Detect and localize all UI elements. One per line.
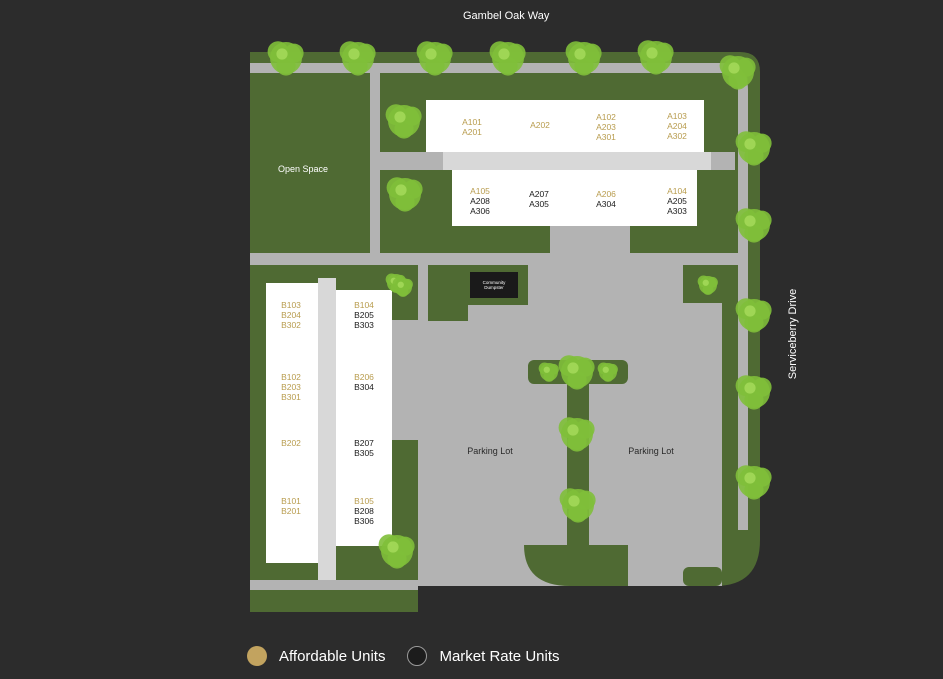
- tree-icon: [378, 534, 415, 569]
- unit-group-b101[interactable]: B101 B201: [281, 496, 301, 516]
- tree-icon: [558, 417, 595, 452]
- trees-layer: [267, 40, 772, 569]
- unit-b304[interactable]: B304: [354, 382, 374, 392]
- affordable-dot-icon: [247, 646, 267, 666]
- sidewalk-parking-west: [392, 320, 418, 440]
- grass-median-bottom-left: [524, 545, 628, 586]
- tree-icon: [735, 208, 772, 243]
- building-b-west: [266, 283, 318, 563]
- tree-icon: [538, 362, 559, 382]
- unit-b303[interactable]: B303: [354, 320, 374, 330]
- unit-group-a101[interactable]: A101 A201: [462, 117, 482, 137]
- parking-lot-east-label: Parking Lot: [628, 446, 674, 456]
- unit-a105[interactable]: A105: [470, 186, 490, 196]
- grass-island-northwest: [428, 265, 468, 321]
- community-dumpster-block: [470, 272, 518, 298]
- legend-affordable: Affordable Units: [247, 646, 385, 666]
- unit-b205[interactable]: B205: [354, 310, 374, 320]
- market-dot-icon: [407, 646, 428, 666]
- tree-icon: [735, 465, 772, 500]
- tree-icon: [267, 41, 304, 76]
- unit-a304[interactable]: A304: [596, 199, 616, 209]
- unit-b305[interactable]: B305: [354, 448, 374, 458]
- grass-median-stem: [567, 384, 589, 549]
- unit-group-a202[interactable]: A202: [530, 120, 550, 130]
- tree-icon: [719, 55, 756, 90]
- unit-b206[interactable]: B206: [354, 372, 374, 382]
- building-b-east: [336, 290, 392, 546]
- unit-b104[interactable]: B104: [354, 300, 374, 310]
- street-label-gambel-oak-way: Gambel Oak Way: [463, 10, 550, 22]
- legend-market-label: Market Rate Units: [439, 647, 560, 665]
- legend: Affordable Units Market Rate Units: [247, 646, 582, 666]
- legend-market: Market Rate Units: [407, 646, 560, 666]
- tree-icon: [697, 275, 718, 295]
- unit-a206[interactable]: A206: [596, 189, 616, 199]
- tree-icon: [597, 362, 618, 382]
- building-a-north: [426, 100, 704, 152]
- sidewalk-bottom: [250, 580, 418, 590]
- building-a-corridor: [443, 152, 711, 170]
- building-b-corridor: [318, 278, 336, 580]
- tree-icon: [385, 104, 422, 139]
- unit-group-a102[interactable]: A102 A203 A301: [596, 112, 616, 142]
- tree-icon: [637, 40, 674, 75]
- unit-a104[interactable]: A104: [667, 186, 687, 196]
- open-space-label: Open Space: [277, 164, 329, 174]
- tree-icon: [489, 41, 526, 76]
- unit-b306[interactable]: B306: [354, 516, 374, 526]
- tree-icon: [735, 375, 772, 410]
- grass-median-bottom-right: [683, 567, 722, 586]
- unit-a303[interactable]: A303: [667, 206, 687, 216]
- tree-icon: [565, 41, 602, 76]
- building-a-south: [452, 170, 697, 226]
- unit-group-a103[interactable]: A103 A204 A302: [667, 111, 687, 141]
- dumpster-label: Community Dumpster: [482, 280, 506, 290]
- unit-b207[interactable]: B207: [354, 438, 374, 448]
- tree-icon: [392, 277, 413, 297]
- sidewalk-a-south: [550, 225, 630, 255]
- sidewalk-vertical-west: [370, 72, 380, 254]
- tree-icon: [339, 41, 376, 76]
- legend-affordable-label: Affordable Units: [279, 647, 386, 665]
- unit-a207[interactable]: A207: [529, 189, 549, 199]
- parking-lot-west-label: Parking Lot: [467, 446, 513, 456]
- tree-icon: [416, 41, 453, 76]
- street-label-serviceberry-drive: Serviceberry Drive: [787, 288, 799, 380]
- unit-b208[interactable]: B208: [354, 506, 374, 516]
- tree-icon: [386, 177, 423, 212]
- tree-icon: [735, 131, 772, 166]
- unit-a305[interactable]: A305: [529, 199, 549, 209]
- unit-group-b103[interactable]: B103 B204 B302: [281, 300, 301, 330]
- unit-group-b202[interactable]: B202: [281, 438, 301, 448]
- tree-icon: [735, 298, 772, 333]
- unit-a205[interactable]: A205: [667, 196, 687, 206]
- unit-b105[interactable]: B105: [354, 496, 374, 506]
- tree-icon: [558, 355, 595, 390]
- unit-group-b102[interactable]: B102 B203 B301: [281, 372, 301, 402]
- sidewalk-middle: [250, 253, 745, 265]
- unit-a208[interactable]: A208: [470, 196, 490, 206]
- tree-icon: [559, 488, 596, 523]
- unit-a306[interactable]: A306: [470, 206, 490, 216]
